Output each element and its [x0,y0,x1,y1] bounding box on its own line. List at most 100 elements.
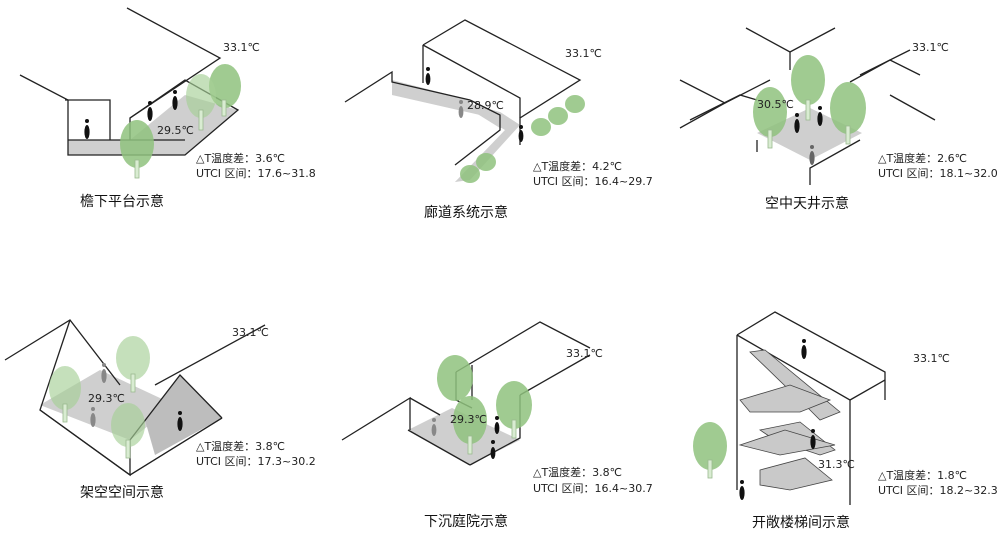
inner-temp: 30.5℃ [757,98,794,111]
person-icon [739,480,745,500]
inner-temp: 29.3℃ [88,392,125,405]
tree-icon [693,422,727,470]
utci-range: UTCI 区间：18.2~32.3 [878,484,998,497]
tree-icon [830,82,866,134]
tree-trunk [130,373,136,393]
person-icon [90,407,96,427]
inner-temp: 29.3℃ [450,413,487,426]
frame-line [689,94,758,121]
panel-title: 架空空间示意 [80,484,164,501]
delta-t: △T温度差：1.8℃ [878,468,967,482]
stair-flight [759,457,833,491]
tree-icon [186,74,216,118]
panel-sky-courtyard: 33.1℃ 30.5℃ △T温度差：2.6℃ UTCI 区间：18.1~32.0… [679,27,998,212]
tree-icon [116,336,150,380]
tree-trunk [707,459,713,479]
tree-trunk [62,403,68,423]
platform-edge [67,79,240,156]
panel-title: 檐下平台示意 [80,193,164,210]
outdoor-temp: 33.1℃ [912,41,949,54]
delta-t: △T温度差：3.6℃ [196,151,285,165]
frame-line [849,379,886,401]
gable-line [129,374,223,441]
tree-icon [460,165,480,183]
tree-trunk [767,129,773,149]
person-icon [817,106,823,126]
shaded-slope [145,375,222,455]
utci-range: UTCI 区间：16.4~29.7 [533,175,653,188]
tree-icon [453,396,487,444]
person-icon [458,100,464,118]
eave-line [129,417,223,476]
person-icon [801,339,807,359]
outdoor-temp: 33.1℃ [565,47,602,60]
person-icon [147,101,153,121]
corridor-edge [454,99,501,166]
inner-temp: 31.3℃ [818,458,855,471]
utci-range: UTCI 区间：17.3~30.2 [196,455,316,468]
frame-line [745,27,836,53]
person-icon [490,440,496,459]
panel-title: 廊道系统示意 [424,204,508,221]
tree-trunk [198,109,204,131]
person-icon [84,119,90,139]
outdoor-temp: 33.1℃ [223,41,260,54]
frame-line [679,79,727,129]
person-icon [431,418,437,436]
tree-trunk [125,439,131,459]
person-icon [518,125,524,142]
tree-trunk [805,99,811,121]
tree-icon [120,120,154,168]
ground-line [341,396,411,441]
person-icon [101,363,107,383]
utci-range: UTCI 区间：18.1~32.0 [878,167,998,180]
frame-line [889,94,936,121]
ridge-line [154,324,266,386]
delta-t: △T温度差：2.6℃ [878,151,967,165]
tree-icon [753,87,787,137]
ground-line [455,321,591,373]
outdoor-temp: 33.1℃ [913,352,950,365]
tree-icon [49,366,81,410]
frame-line [859,49,911,76]
tree-icon [791,55,825,105]
tree-icon [565,95,585,113]
corridor-line [344,70,471,103]
delta-t: △T温度差：4.2℃ [533,159,622,173]
tree-trunk [511,419,517,439]
utci-range: UTCI 区间：17.6~31.8 [196,167,316,180]
panel-title: 下沉庭院示意 [424,513,508,530]
panel-elevated-space: 33.1℃ 29.3℃ △T温度差：3.8℃ UTCI 区间：17.3~30.2… [4,319,316,501]
utci-range: UTCI 区间：16.4~30.7 [533,482,653,495]
person-icon [810,429,816,449]
panel-open-staircase: 33.1℃ 31.3℃ △T温度差：1.8℃ UTCI 区间：18.2~32.3… [693,311,998,531]
person-icon [425,67,431,85]
panel-sunken-courtyard: 33.1℃ 29.3℃ △T温度差：3.8℃ UTCI 区间：16.4~30.7… [341,321,653,530]
person-icon [794,113,800,133]
floor-edge [407,429,471,466]
frame-line [849,59,921,83]
tree-icon [209,64,241,108]
roof-edge [422,44,521,118]
panel-corridor-system: 33.1℃ 28.9℃ △T温度差：4.2℃ UTCI 区间：16.4~29.7… [344,19,653,221]
tree-trunk [134,159,140,179]
frame-line [809,139,861,185]
inner-temp: 28.9℃ [467,99,504,112]
tree-icon [496,381,532,429]
frame-line [736,311,886,400]
tree-icon [476,153,496,171]
eave-line-left [19,74,69,140]
outdoor-temp: 33.1℃ [566,347,603,360]
delta-t: △T温度差：3.8℃ [533,465,622,479]
outdoor-temp: 33.1℃ [232,326,269,339]
tree-trunk [467,435,473,455]
edge-line [519,354,591,396]
inner-temp: 29.5℃ [157,124,194,137]
wall-line [65,99,111,140]
person-icon [177,411,183,431]
tree-icon [548,107,568,125]
panel-eave-platform: 33.1℃ 29.5℃ △T温度差：3.6℃ UTCI 区间：17.6~31.8… [19,7,316,210]
person-icon [809,145,815,165]
